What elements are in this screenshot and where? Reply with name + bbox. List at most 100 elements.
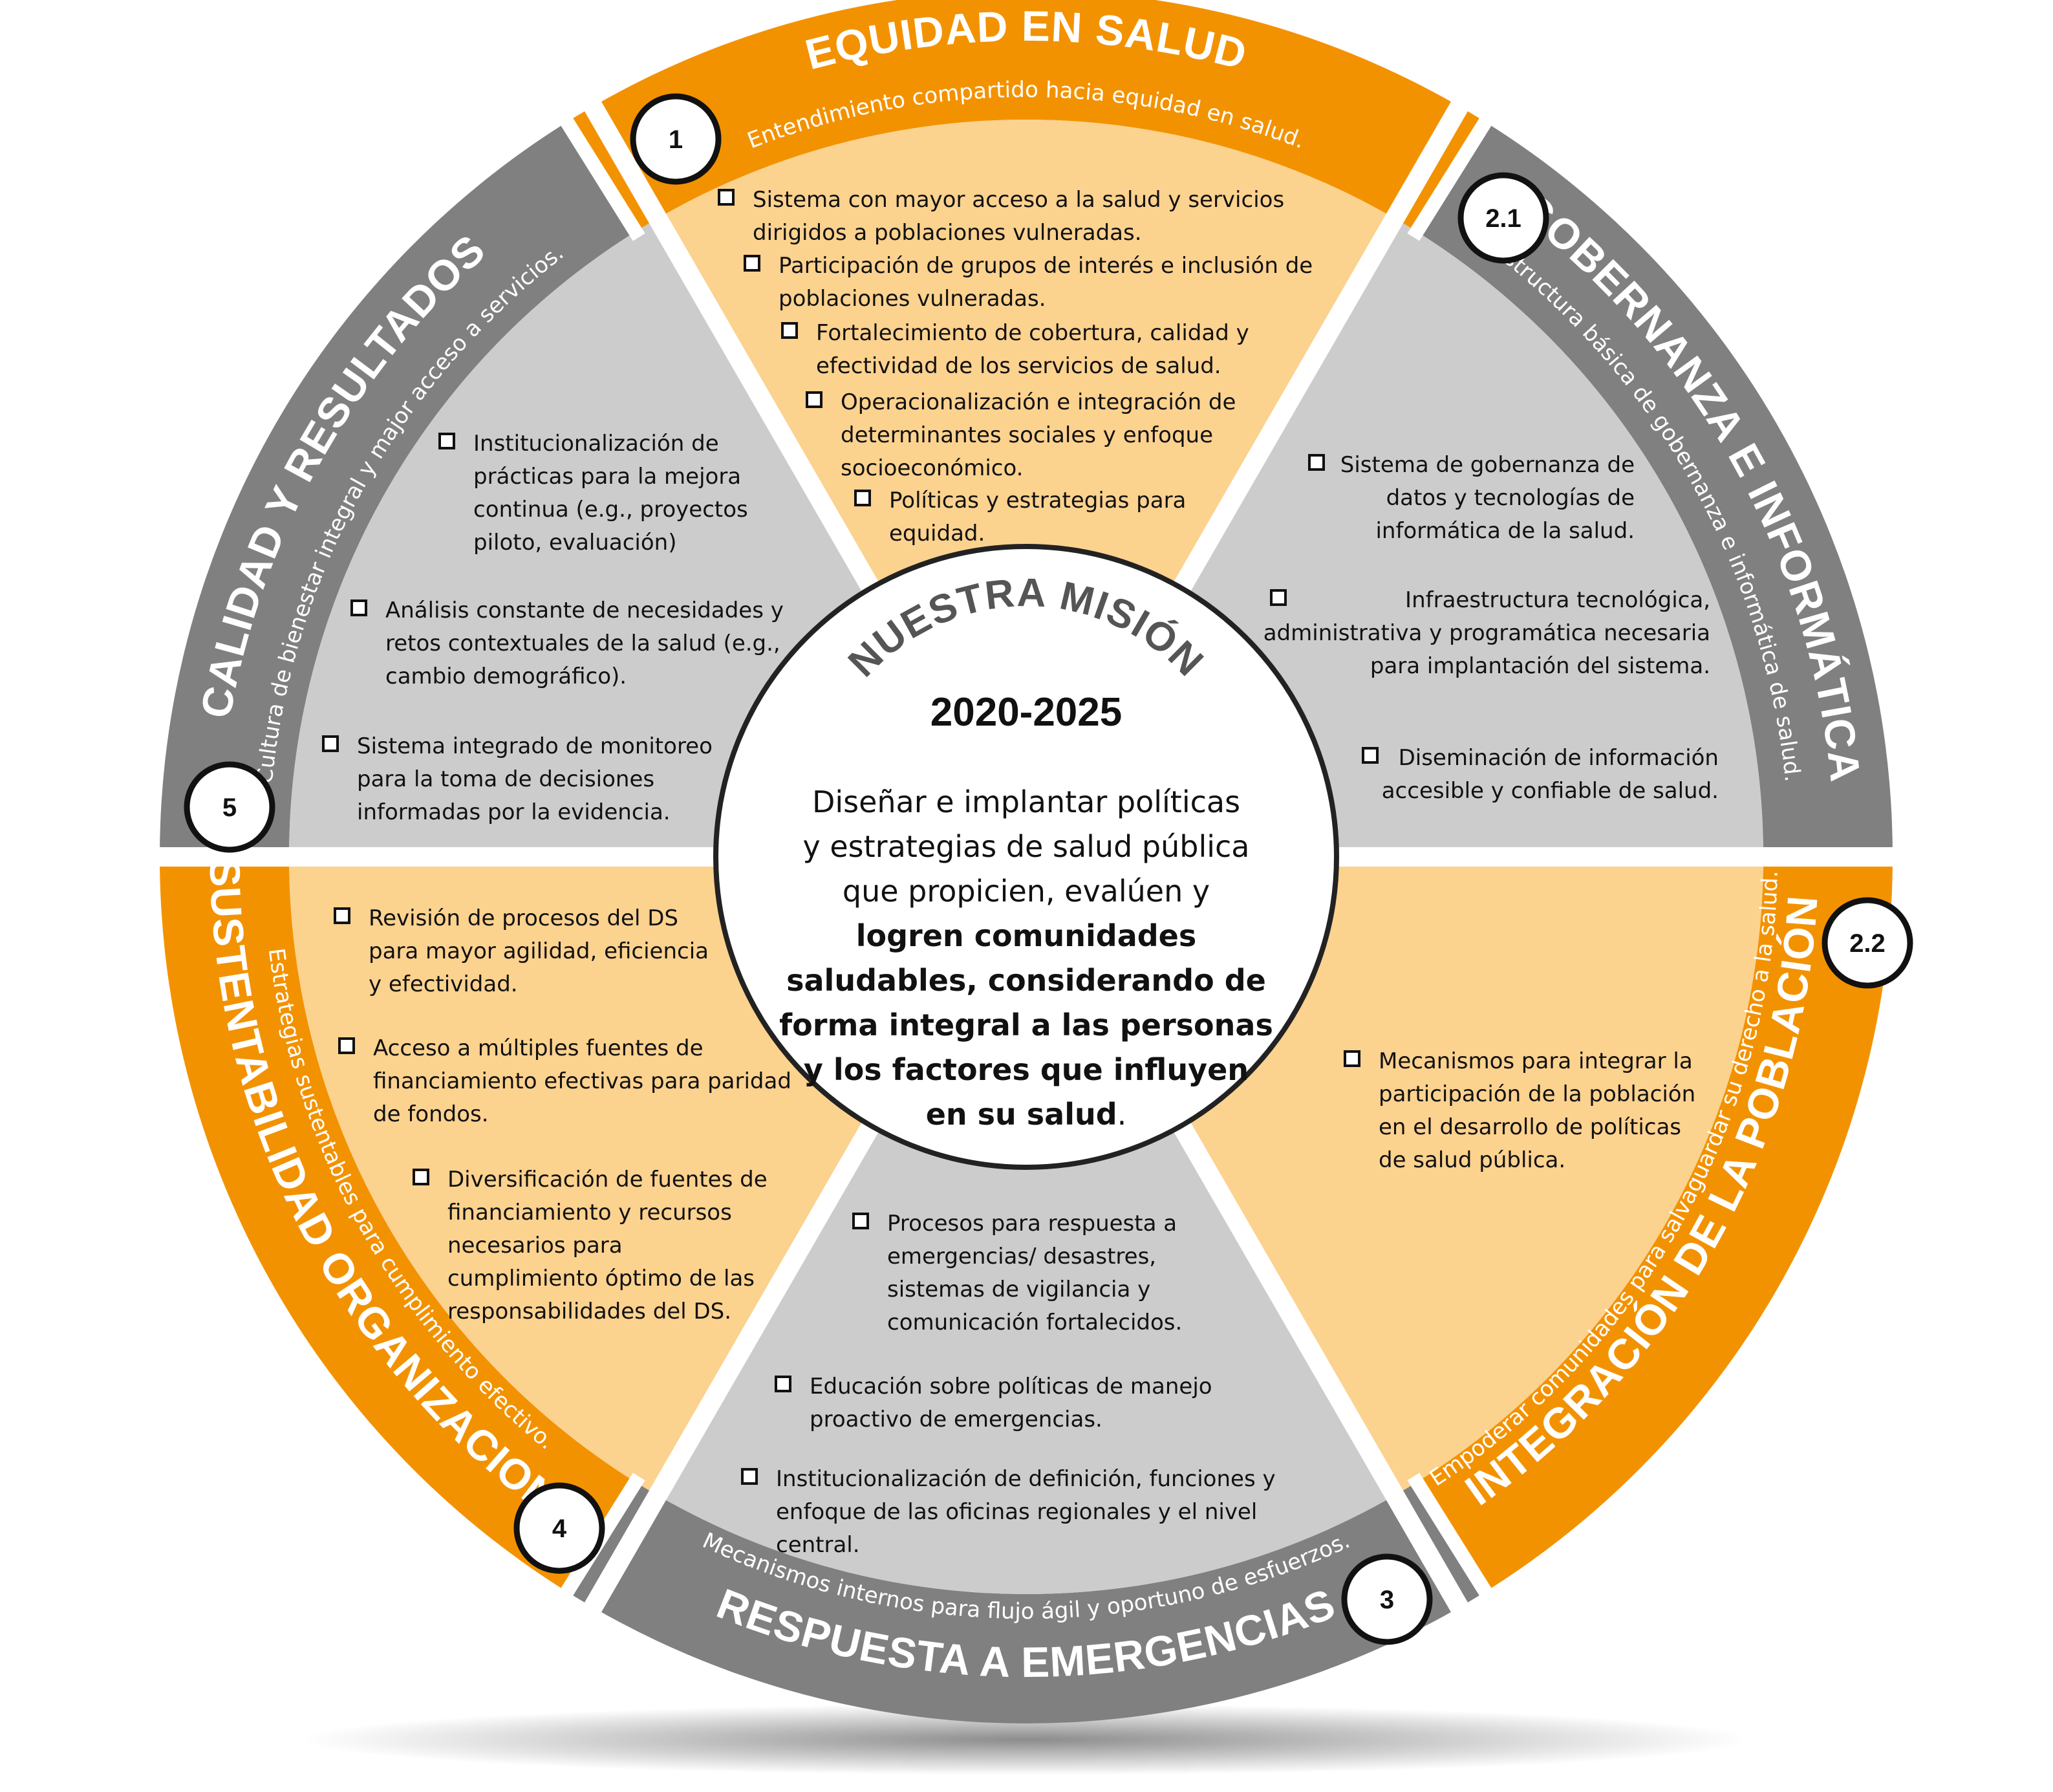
list-item: Educación sobre políticas de manejoproac… <box>775 1374 1212 1432</box>
item-line: informática de la salud. <box>1375 518 1635 544</box>
badge-circle <box>1457 172 1549 264</box>
list-item: Mecanismos para integrar la participación… <box>1344 1048 1695 1173</box>
item-line: continua (e.g., proyectos <box>473 497 748 523</box>
list-item: Operacionalización e integración dedeter… <box>806 389 1236 481</box>
list-item: Participación de grupos de interés e inc… <box>744 253 1313 312</box>
item-line: Sistema integrado de monitoreo <box>357 733 713 759</box>
badge-number: 2.1 <box>1485 204 1521 233</box>
item-line: Diseminación de información <box>1399 745 1719 771</box>
checkbox-icon <box>744 255 760 272</box>
item-line: necesarios para <box>447 1233 623 1258</box>
mission-line: y los factores que influyen <box>804 1052 1249 1087</box>
item-line: Educación sobre políticas de manejo <box>810 1374 1212 1399</box>
band-gap <box>1407 1473 1499 1607</box>
item-line: Institucionalización de <box>473 431 719 457</box>
outer-ring <box>160 0 1893 1723</box>
item-line: Fortalecimiento de cobertura, calidad y <box>816 320 1249 346</box>
item-line: para mayor agilidad, eficiencia <box>369 938 709 964</box>
band-gap <box>1407 107 1499 241</box>
badge-number: 2.2 <box>1849 929 1886 958</box>
badge-circle <box>1341 1553 1433 1645</box>
item-line: accesible y confiable de salud. <box>1382 778 1719 804</box>
checkbox-icon <box>334 907 350 924</box>
item-line: de salud pública. <box>1379 1147 1565 1173</box>
list-item: Institucionalización de prácticas para la… <box>438 431 748 556</box>
item-line: para la toma de decisiones <box>357 766 654 792</box>
item-line: en el desarrollo de políticas <box>1379 1114 1681 1140</box>
checkbox-icon <box>1308 454 1325 471</box>
item-line: financiamiento y recursos <box>447 1200 732 1225</box>
item-line: informadas por la evidencia. <box>357 799 671 825</box>
badge-circle <box>513 1482 605 1574</box>
checkbox-icon <box>806 391 822 408</box>
outer-band-sustentabilidad <box>160 857 636 1592</box>
item-line: Participación de grupos de interés e inc… <box>779 253 1313 279</box>
item-line: prácticas para la mejora <box>473 464 741 490</box>
mission-years: 2020-2025 <box>930 690 1123 735</box>
badge-gobernanza: 2.1 <box>1457 172 1549 264</box>
item-line: Infraestructura tecnológica, <box>1405 587 1710 613</box>
list-item: Sistema integrado de monitoreo para la to… <box>322 733 713 825</box>
badge-circle <box>630 93 722 185</box>
item-line: cumplimiento óptimo de las <box>447 1266 755 1291</box>
list-item: Sistema con mayor acceso a la salud y se… <box>718 187 1284 246</box>
checkbox-icon <box>322 735 339 752</box>
checkbox-icon <box>438 433 455 449</box>
list-item: Diseminación de información accesible y c… <box>1362 745 1719 804</box>
item-line: Sistema de gobernanza de <box>1340 452 1635 478</box>
item-line: para implantación del sistema. <box>1370 653 1710 679</box>
checkbox-icon <box>852 1213 869 1229</box>
checkbox-icon <box>854 490 871 506</box>
item-line: participación de la población <box>1379 1081 1695 1107</box>
item-line: financiamiento efectivas para paridad <box>373 1068 791 1094</box>
outer-band-equidad <box>566 0 1486 232</box>
mission-line: y estrategias de salud pública <box>803 829 1250 864</box>
list-item: Sistema de gobernanza de datos y tecnolog… <box>1308 452 1635 544</box>
badge-number: 5 <box>222 793 237 822</box>
item-line: de fondos. <box>373 1101 489 1127</box>
item-line: Análisis constante de necesidades y <box>385 598 784 623</box>
wheel-shadow <box>302 1704 1750 1775</box>
item-line: Mecanismos para integrar la <box>1379 1048 1693 1074</box>
checkbox-icon <box>775 1376 791 1392</box>
inner-wedge-equidad <box>658 119 1395 857</box>
mission-line: Diseñar e implantar políticas <box>812 784 1240 819</box>
badge-number: 4 <box>552 1515 567 1543</box>
list-item: Acceso a múltiples fuentes definanciamie… <box>338 1035 791 1127</box>
checkbox-icon <box>741 1468 758 1485</box>
outer-band-emergencias <box>566 1482 1486 1723</box>
badge-calidad: 5 <box>184 761 275 853</box>
item-line: poblaciones vulneradas. <box>779 286 1046 312</box>
inner-wedge-emergencias <box>658 857 1395 1594</box>
checkbox-icon <box>718 189 735 206</box>
item-line: y efectividad. <box>369 971 518 997</box>
item-line: Políticas y estrategias para <box>889 488 1186 513</box>
checkbox-icon <box>781 322 798 339</box>
list-item: Institucionalización de definición, func… <box>741 1466 1276 1558</box>
list-item: Diversificación de fuentes de financiamie… <box>413 1167 768 1324</box>
item-line: central. <box>776 1532 860 1558</box>
band-gap <box>554 107 645 241</box>
item-line: datos y tecnologías de <box>1386 485 1635 511</box>
outer-band-integracion <box>1417 857 1893 1592</box>
item-line: socioeconómico. <box>841 455 1024 481</box>
list-item: Análisis constante de necesidades yretos… <box>350 598 784 689</box>
mission-circle <box>713 544 1339 1170</box>
badge-circle <box>1822 897 1913 989</box>
checkbox-icon <box>1344 1050 1360 1067</box>
item-line: Diversificación de fuentes de <box>447 1167 768 1193</box>
badge-number: 1 <box>669 125 683 154</box>
item-line: Procesos para respuesta a <box>887 1211 1177 1236</box>
checkbox-icon <box>413 1169 429 1185</box>
item-line: determinantes sociales y enfoque <box>841 422 1213 448</box>
item-line: dirigidos a poblaciones vulneradas. <box>753 220 1142 246</box>
item-line: comunicación fortalecidos. <box>887 1310 1182 1335</box>
item-line: administrativa y programática necesaria <box>1263 620 1710 646</box>
mission-statement: Diseñar e implantar políticas y estrategi… <box>779 784 1273 1132</box>
outer-band-calidad <box>160 122 636 857</box>
list-item: Fortalecimiento de cobertura, calidad ye… <box>781 320 1249 379</box>
badge-circle <box>184 761 275 853</box>
